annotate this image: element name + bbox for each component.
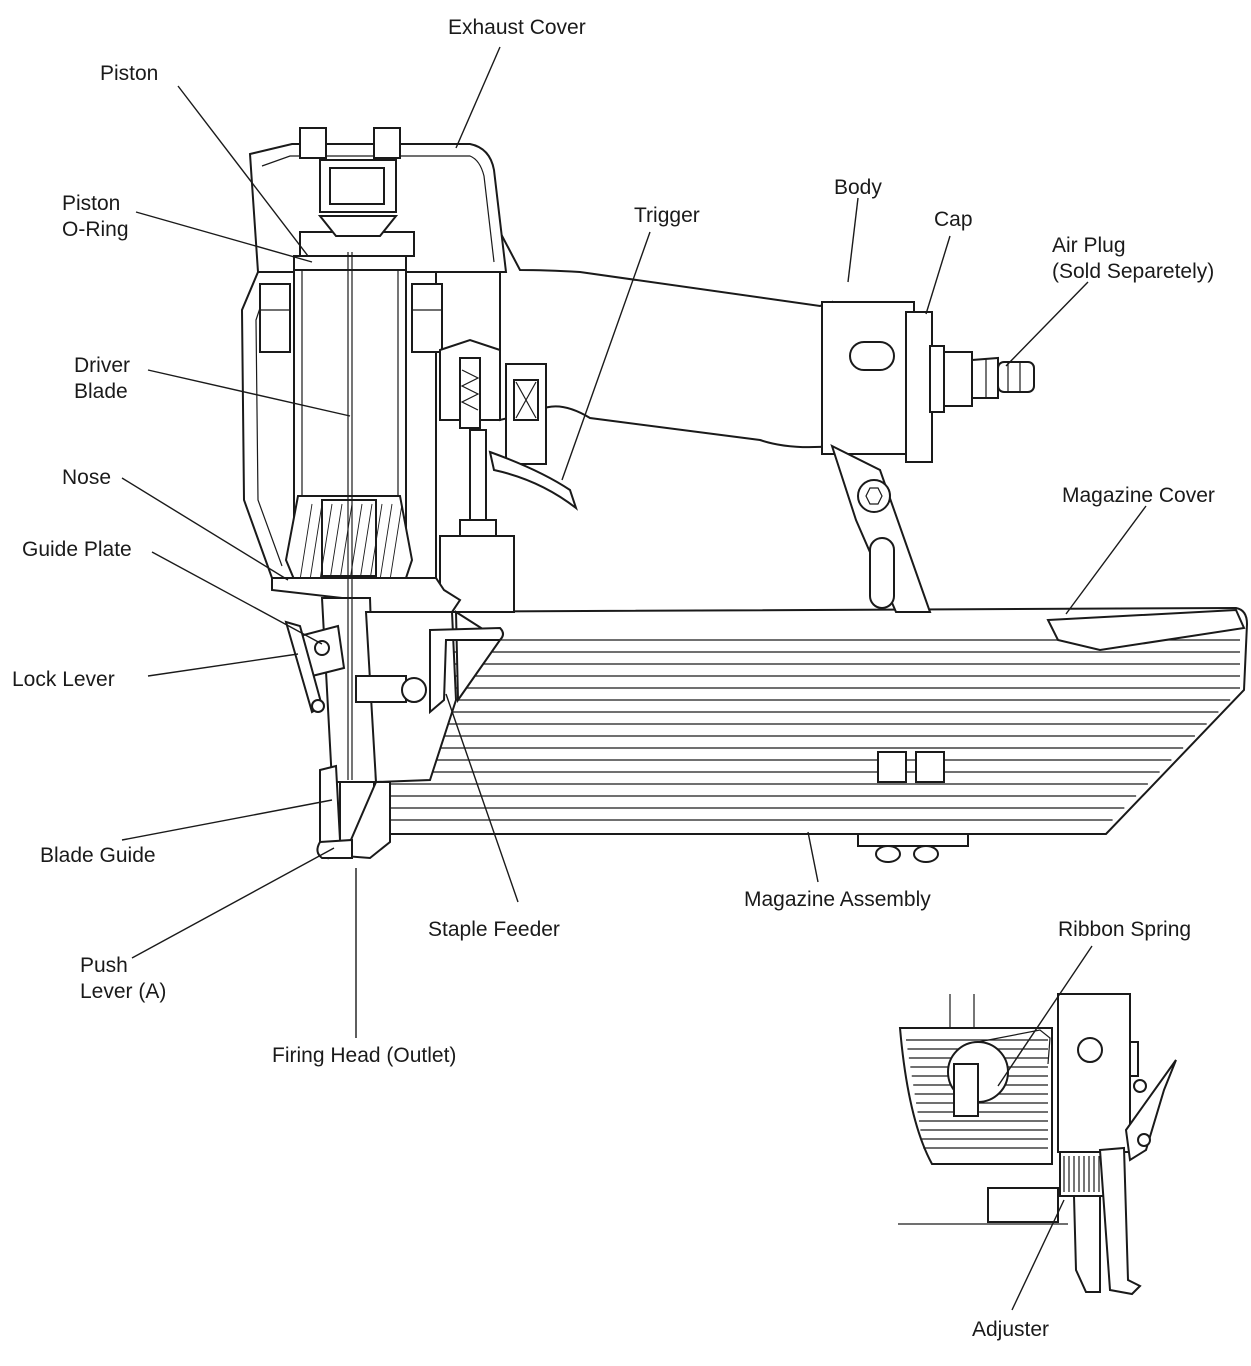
- handle-shape: [499, 231, 1035, 613]
- label-firing-head: Firing Head (Outlet): [272, 1044, 456, 1067]
- body-housing-shape: [240, 255, 443, 585]
- label-blade-guide: Blade Guide: [40, 844, 156, 867]
- leader-blade-guide: [121, 799, 333, 841]
- magazine-cover-shape: [1046, 608, 1246, 652]
- drawing-line: [299, 503, 313, 581]
- leader-staple-feeder: [445, 693, 519, 903]
- exhaust-cover-shape: [248, 127, 508, 273]
- leader-magazine-cover: [1065, 505, 1147, 615]
- leader-air-plug: [1005, 281, 1089, 367]
- label-push-lever-line1: Push: [80, 954, 128, 977]
- leader-body: [847, 197, 859, 283]
- label-body: Body: [834, 176, 882, 199]
- leader-adjuster: [1011, 1199, 1065, 1311]
- label-driver-blade-line1: Driver: [74, 354, 130, 377]
- leader-push-lever: [131, 847, 335, 959]
- label-push-lever-line2: Lever (A): [80, 980, 166, 1003]
- staple-feeder-shape: [429, 626, 504, 715]
- drawing-line: [359, 503, 373, 581]
- drawing-line: [389, 503, 403, 581]
- label-adjuster: Adjuster: [972, 1318, 1049, 1341]
- label-piston-o-ring-line1: Piston: [62, 192, 120, 215]
- leader-nose: [121, 477, 289, 581]
- label-piston: Piston: [100, 62, 158, 85]
- drawing-line: [319, 503, 333, 581]
- leader-guide-plate: [151, 551, 323, 645]
- leader-piston-o-ring: [135, 211, 313, 263]
- label-exhaust-cover: Exhaust Cover: [448, 16, 586, 39]
- trigger-valve-shape: [439, 338, 578, 613]
- drawing-line: [379, 503, 393, 581]
- label-staple-feeder: Staple Feeder: [428, 918, 560, 941]
- magazine-assembly-shape: [371, 606, 1249, 863]
- label-air-plug-line2: (Sold Separetely): [1052, 260, 1214, 283]
- leader-ribbon-spring: [997, 945, 1093, 1087]
- tool-drawing: [240, 127, 1249, 863]
- leader-driver-blade: [147, 369, 351, 417]
- leader-lines: [121, 46, 1147, 1311]
- label-cap: Cap: [934, 208, 973, 231]
- drawing-line: [329, 503, 343, 581]
- leader-exhaust-cover: [455, 46, 501, 149]
- drawing-line: [309, 503, 323, 581]
- part-labels: Exhaust Cover Piston Piston O-Ring Trigg…: [12, 16, 1215, 1341]
- label-piston-o-ring-line2: O-Ring: [62, 218, 129, 241]
- label-guide-plate: Guide Plate: [22, 538, 132, 561]
- label-driver-blade-line2: Blade: [74, 380, 128, 403]
- label-magazine-assembly: Magazine Assembly: [744, 888, 931, 911]
- drawing-line: [339, 503, 353, 581]
- drawing-line: [369, 503, 383, 581]
- leader-magazine-assembly: [807, 831, 819, 883]
- label-lock-lever: Lock Lever: [12, 668, 115, 691]
- leader-trigger: [561, 231, 651, 481]
- label-nose: Nose: [62, 466, 111, 489]
- inset-detail-drawing: [898, 993, 1177, 1296]
- label-magazine-cover: Magazine Cover: [1062, 484, 1215, 507]
- label-ribbon-spring: Ribbon Spring: [1058, 918, 1191, 941]
- label-air-plug-line1: Air Plug: [1052, 234, 1126, 257]
- leader-piston: [177, 85, 309, 257]
- leader-cap: [925, 235, 951, 315]
- leader-lock-lever: [147, 653, 299, 677]
- label-trigger: Trigger: [634, 204, 700, 227]
